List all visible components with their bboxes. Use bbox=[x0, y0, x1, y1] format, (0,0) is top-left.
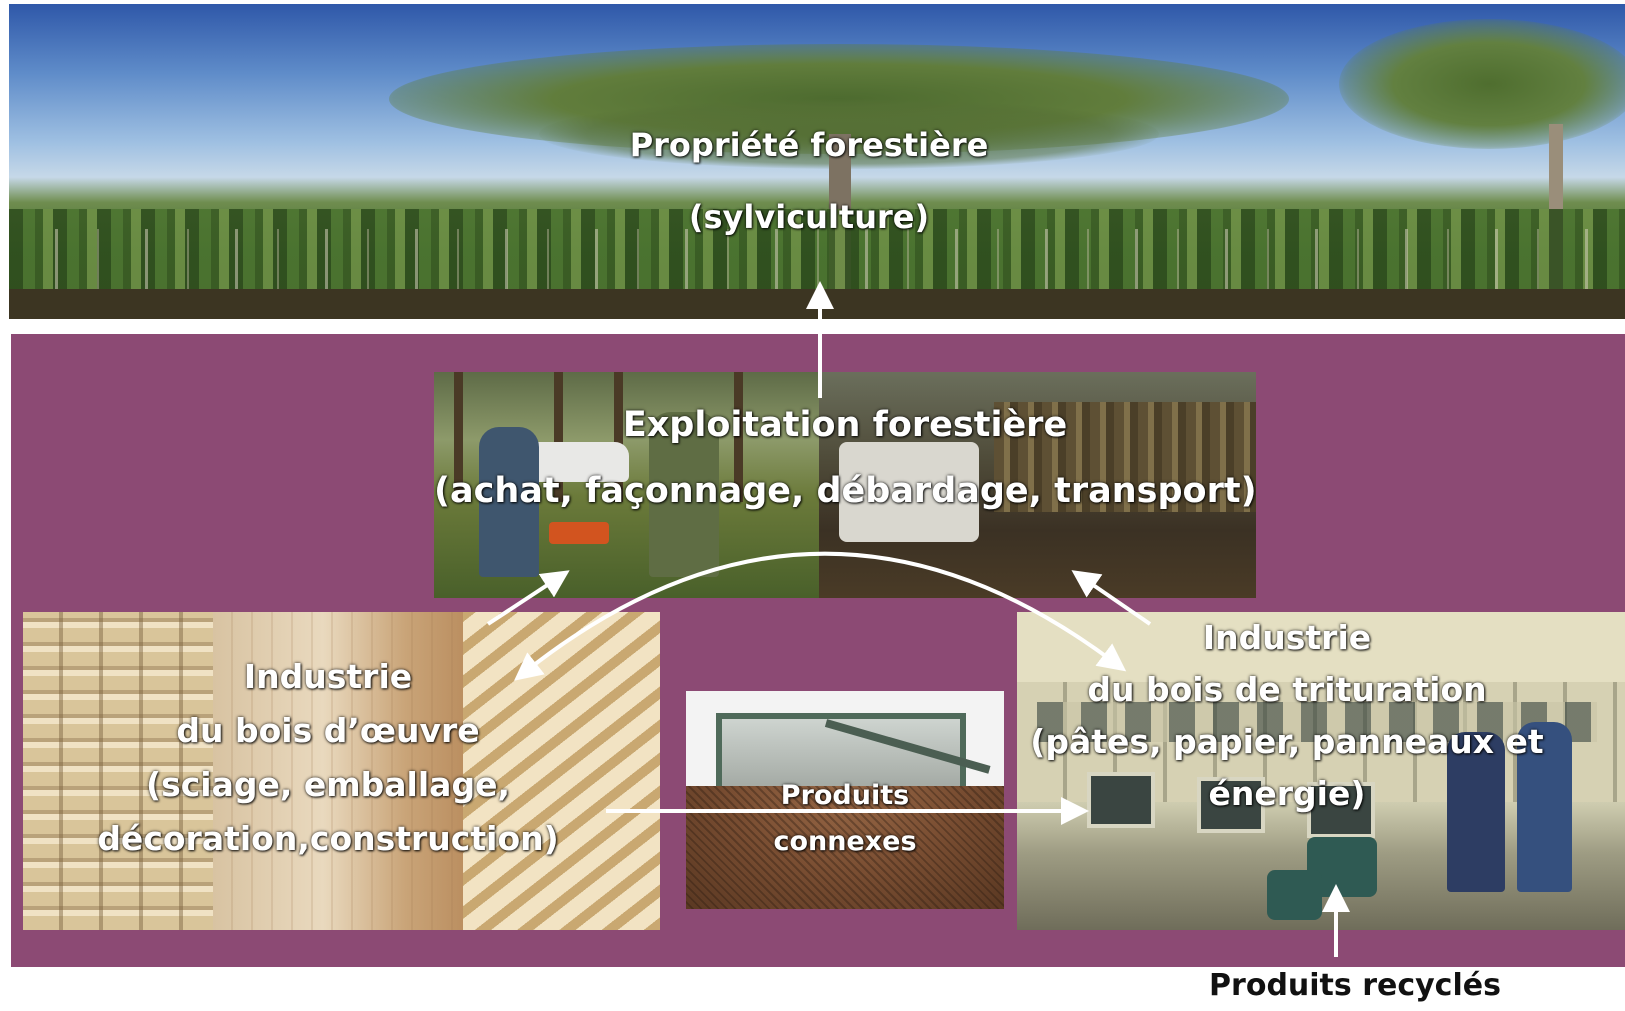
by-products-label-line2: connexes bbox=[773, 826, 917, 857]
exploitation-label-subtitle: (achat, façonnage, débardage, transport) bbox=[434, 471, 1256, 511]
lumber-industry-label-line2: du bois d’œuvre bbox=[176, 711, 480, 750]
lumber-industry-image: Industrie du bois d’œuvre (sciage, embal… bbox=[23, 612, 660, 930]
pulpwood-industry-label-line3: (pâtes, papier, panneaux et bbox=[1030, 722, 1544, 761]
lumber-industry-label-line1: Industrie bbox=[243, 657, 413, 696]
pulpwood-industry-image: Industrie du bois de trituration (pâtes,… bbox=[1017, 612, 1625, 930]
lumber-industry-label: Industrie du bois d’œuvre (sciage, embal… bbox=[83, 650, 573, 866]
forest-label-title: Propriété forestière bbox=[629, 126, 989, 164]
exploitation-label-title: Exploitation forestière bbox=[622, 405, 1068, 445]
pulpwood-industry-label-line4: énergie) bbox=[1208, 774, 1366, 813]
by-products-image: Produits connexes bbox=[686, 691, 1004, 909]
forest-ownership-image: Propriété forestière (sylviculture) bbox=[9, 4, 1625, 319]
pulpwood-industry-label-line1: Industrie bbox=[1202, 618, 1372, 657]
lumber-industry-label-line3: (sciage, emballage, bbox=[146, 765, 510, 804]
forest-label-subtitle: (sylviculture) bbox=[688, 198, 930, 236]
forest-label: Propriété forestière (sylviculture) bbox=[569, 109, 1049, 253]
pulpwood-industry-label: Industrie du bois de trituration (pâtes,… bbox=[1017, 612, 1557, 820]
forest-exploitation-image: Exploitation forestière (achat, façonnag… bbox=[434, 372, 1256, 598]
lumber-industry-label-line4: décoration,construction) bbox=[97, 819, 559, 858]
by-products-label: Produits connexes bbox=[686, 773, 1004, 865]
exploitation-label: Exploitation forestière (achat, façonnag… bbox=[434, 392, 1256, 524]
pulpwood-industry-label-line2: du bois de trituration bbox=[1087, 670, 1487, 709]
by-products-label-line1: Produits bbox=[780, 780, 910, 811]
recycled-products-label: Produits recyclés bbox=[1209, 968, 1501, 1003]
